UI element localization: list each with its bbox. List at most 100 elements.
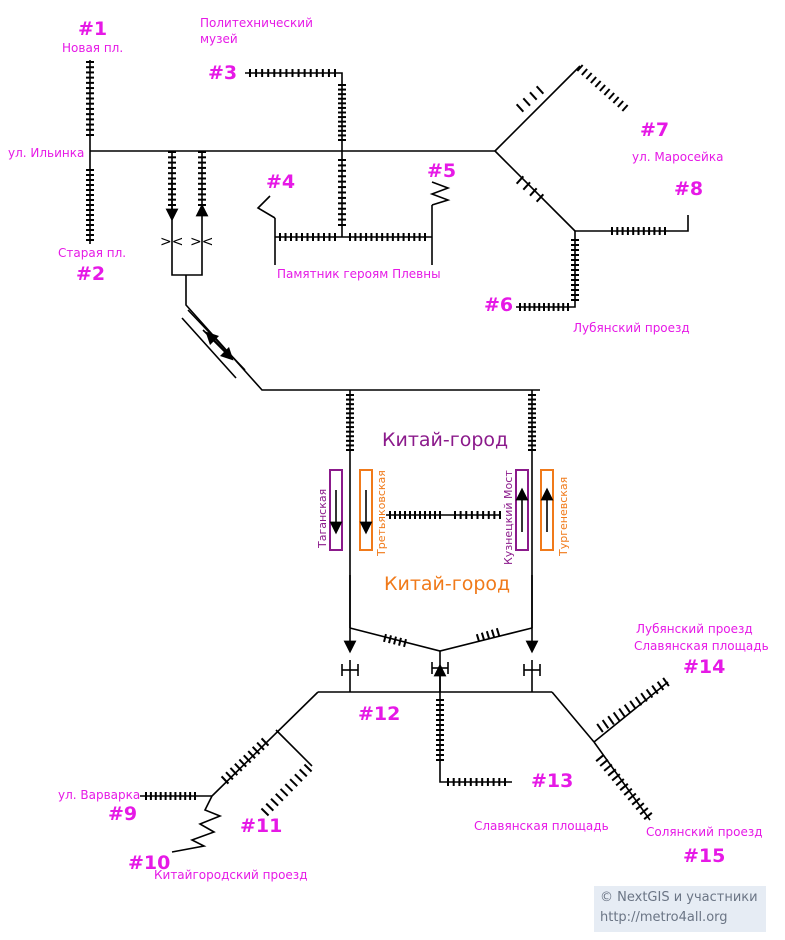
exit5-number: #5 xyxy=(427,160,456,182)
stair-tick xyxy=(403,638,407,648)
escalator-diagonal xyxy=(181,309,246,379)
stair-tick xyxy=(629,700,637,710)
stair-tick xyxy=(289,778,298,787)
exit1-name: Новая пл. xyxy=(62,41,123,55)
stair-tick xyxy=(601,719,610,729)
exit6-passage-line xyxy=(516,231,576,308)
stair-tick xyxy=(393,636,397,645)
stair-tick xyxy=(612,96,620,104)
stair-tick xyxy=(243,754,252,764)
copyright-box: © NextGIS и участники http://metro4all.o… xyxy=(594,886,766,932)
stair-tick xyxy=(265,802,275,812)
exit9-10-passage-line xyxy=(211,691,319,797)
stair-tick xyxy=(594,80,602,88)
stair-tick xyxy=(522,181,531,191)
stair-tick xyxy=(607,715,615,726)
stair-tick xyxy=(662,677,670,687)
kuznetsky-platform xyxy=(515,469,529,551)
stair-tick xyxy=(617,100,624,108)
stair-tick xyxy=(576,64,584,72)
exit6-name: Лубянский проезд xyxy=(573,321,690,335)
copyright-line1: © NextGIS и участники xyxy=(600,890,758,905)
exit10-number: #10 xyxy=(128,852,170,874)
stair-tick xyxy=(284,783,294,792)
stair-tick xyxy=(535,85,545,95)
stair-tick xyxy=(294,773,303,782)
underpass-link-line xyxy=(171,151,203,276)
stair-tick xyxy=(298,768,308,778)
exit3-passage-line xyxy=(245,72,343,237)
stair-tick xyxy=(225,771,234,781)
stair-tick xyxy=(623,704,632,714)
station-kitay-gorod-purple: Китай-город xyxy=(382,429,508,451)
stair-tick xyxy=(251,746,261,755)
stair-tick xyxy=(275,793,284,802)
exit9-name: ул. Варварка xyxy=(58,788,140,802)
stair-tick xyxy=(515,175,525,185)
stair-tick xyxy=(522,97,531,107)
exit2-name: Старая пл. xyxy=(58,246,126,260)
exit6-number: #6 xyxy=(484,294,513,316)
stair-tick xyxy=(618,707,626,718)
stair-tick xyxy=(623,787,633,796)
exit7-passage-line xyxy=(494,65,581,152)
stair-tick xyxy=(529,187,538,197)
exit4-zigzag xyxy=(256,195,276,219)
exit15-passage-line xyxy=(593,741,651,821)
tretyakovskaya-platform xyxy=(359,469,373,551)
exit14-name-line2: Славянская площадь xyxy=(634,639,769,653)
platform-kuznetsky-label: Кузнецкий Мост xyxy=(502,470,515,565)
stair-tick xyxy=(612,711,621,722)
stair-tick xyxy=(229,767,239,776)
exit-labels: #1 Новая пл. ул. Ильинка Старая пл. #2 П… xyxy=(8,16,769,882)
platform-turgenevskaya-label: Тургеневская xyxy=(557,477,570,557)
main-corridor-line xyxy=(185,275,540,391)
stair-tick xyxy=(615,778,625,787)
stair-tick xyxy=(656,681,665,691)
exit13-number: #13 xyxy=(531,770,573,792)
platform-taganskaya-label: Таганская xyxy=(316,489,329,549)
exit14-name-line1: Лубянский проезд xyxy=(636,622,753,636)
stair-tick xyxy=(603,88,611,96)
platforms xyxy=(329,469,554,551)
stair-tick xyxy=(260,737,270,747)
stair-tick xyxy=(485,630,491,640)
stair-tick xyxy=(619,783,629,791)
stair-tick xyxy=(398,637,402,646)
copyright-line2[interactable]: http://metro4all.org xyxy=(600,910,728,925)
exit8-passage-line xyxy=(575,215,689,232)
stair-tick xyxy=(627,792,637,801)
exit10-zigzag xyxy=(171,795,223,853)
stair-tick xyxy=(383,633,387,643)
stair-tick xyxy=(599,84,606,92)
monument-label: Памятник героям Плевны xyxy=(277,267,441,281)
exit13-passage-line xyxy=(439,760,512,783)
stair-tick xyxy=(621,104,629,112)
lower-passages xyxy=(140,181,669,853)
stairs-group xyxy=(86,61,670,820)
stair-tick xyxy=(515,103,525,113)
stair-tick xyxy=(270,798,279,807)
stair-tick xyxy=(596,723,604,733)
exit11-number: #11 xyxy=(240,815,282,837)
exit14-15-passage-line xyxy=(551,691,595,743)
upper-passages xyxy=(89,60,689,628)
exit14-number: #14 xyxy=(683,656,725,678)
stair-tick xyxy=(490,629,496,638)
stair-tick xyxy=(595,754,605,762)
exit3-name-line2: музей xyxy=(200,32,238,46)
exit2-number: #2 xyxy=(76,263,105,285)
exit4-number: #4 xyxy=(266,171,295,193)
exit3-number: #3 xyxy=(208,62,237,84)
platform-tretyakovskaya-label: Третьяковская xyxy=(375,470,388,557)
exit12-number: #12 xyxy=(358,703,400,725)
stair-tick xyxy=(529,91,538,101)
stair-tick xyxy=(608,92,615,100)
exit7-name: ул. Маросейка xyxy=(632,150,723,164)
stair-tick xyxy=(303,763,313,773)
svg-text:><: >< xyxy=(190,234,213,250)
exit15-name: Солянский проезд xyxy=(646,825,763,839)
exit5-zigzag xyxy=(429,181,451,206)
stair-tick xyxy=(495,627,501,637)
street-ilyinka: ул. Ильинка xyxy=(8,146,84,160)
